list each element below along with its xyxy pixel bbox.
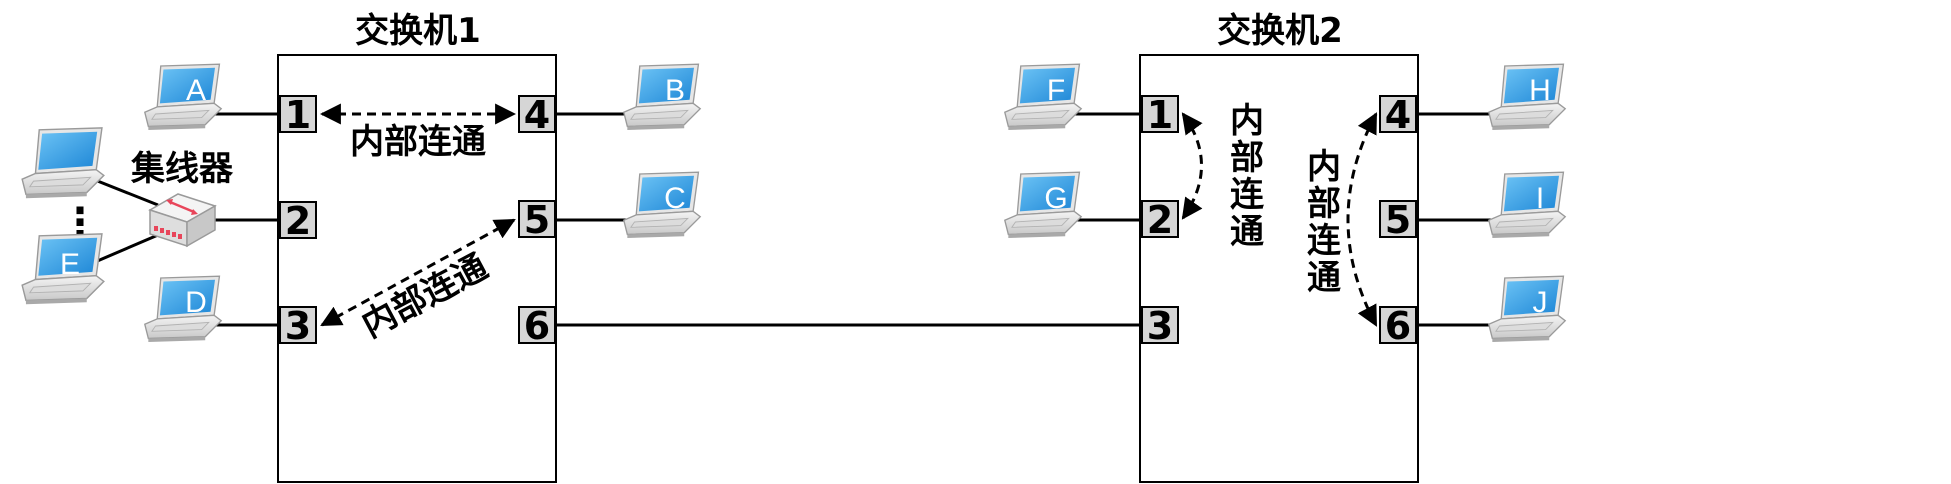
computer-H-label: H (1529, 74, 1551, 107)
computer-D[interactable]: D (144, 275, 222, 343)
switch1-port-5[interactable]: 5 (518, 198, 556, 242)
switch2-link-1-2-char-3: 连 (1230, 175, 1265, 215)
computer-A[interactable]: A (144, 63, 222, 131)
computer-J-label: J (1533, 286, 1548, 319)
laptop-icon (623, 171, 701, 239)
computer-J[interactable]: J (1488, 275, 1566, 343)
switch2-port-3[interactable]: 3 (1141, 304, 1179, 348)
switch2-port-4[interactable]: 4 (1379, 93, 1417, 137)
switch1-port-2-label: 2 (285, 199, 311, 243)
computer-B[interactable]: B (623, 63, 701, 131)
computer-C[interactable]: C (623, 171, 701, 239)
switch1-link-1-4-label: 内部连通 (350, 122, 486, 162)
laptop-icon (623, 63, 701, 131)
switch2-link-1-2-char-4: 通 (1230, 212, 1264, 252)
switch2-link-4-6-char-3: 连 (1307, 221, 1342, 261)
switch2-port-2-label: 2 (1147, 198, 1173, 242)
switch1-port-2[interactable]: 2 (279, 199, 317, 243)
switch2-link-4-6-char-4: 通 (1307, 258, 1341, 298)
switch2-port-1[interactable]: 1 (1141, 93, 1179, 137)
switch1-box (277, 54, 557, 483)
switch2-port-4-label: 4 (1385, 93, 1411, 137)
computer-F[interactable]: F (1004, 63, 1082, 131)
switch1-port-1-label: 1 (285, 93, 311, 137)
switch2-port-3-label: 3 (1147, 304, 1173, 348)
laptop-icon (1004, 63, 1082, 131)
computer-B-label: B (665, 74, 685, 107)
computer-C-label: C (664, 182, 686, 215)
switch2-port-5-label: 5 (1385, 198, 1411, 242)
switch2-link-1-2-char-2: 部 (1230, 138, 1264, 178)
switch2-link-1-2-label: 内 部 连 通 (1230, 101, 1265, 252)
hub-icon (148, 193, 217, 248)
computer-hub-top[interactable] (21, 127, 105, 199)
laptop-icon (1488, 63, 1566, 131)
switch1-port-5-label: 5 (524, 198, 550, 242)
switch2-link-4-6-char-2: 部 (1307, 184, 1341, 224)
switch1-port-6-label: 6 (524, 304, 550, 348)
switch1-port-4[interactable]: 4 (518, 93, 556, 137)
switch2-port-5[interactable]: 5 (1379, 198, 1417, 242)
switch2-port-6-label: 6 (1385, 304, 1411, 348)
switch1-port-3[interactable]: 3 (279, 304, 317, 348)
computer-I[interactable]: I (1488, 171, 1566, 239)
computer-I-label: I (1536, 182, 1544, 215)
laptop-icon (21, 127, 105, 199)
switch1-title: 交换机1 (355, 11, 481, 51)
switch1-internal-link-3-5 (320, 218, 516, 327)
cable-E (94, 233, 159, 264)
switch2-internal-link-1-2 (1181, 112, 1203, 220)
computer-F-label: F (1047, 74, 1065, 107)
switch2-box (1139, 54, 1419, 483)
switch2-link-4-6-char-1: 内 (1307, 147, 1341, 187)
switch2-link-4-6-label: 内 部 连 通 (1307, 147, 1342, 298)
laptop-icon (1004, 171, 1082, 239)
switch2-title: 交换机2 (1217, 11, 1343, 51)
switch1-port-3-label: 3 (285, 304, 311, 348)
switch2-link-1-2-char-1: 内 (1230, 101, 1264, 141)
switch1-port-6[interactable]: 6 (518, 304, 556, 348)
laptop-icon (1488, 171, 1566, 239)
switch1-port-1[interactable]: 1 (279, 93, 317, 137)
switch2-port-1-label: 1 (1147, 93, 1173, 137)
computer-G-label: G (1044, 182, 1067, 215)
computer-E-label: E (60, 248, 80, 281)
switch2-port-2[interactable]: 2 (1141, 198, 1179, 242)
computer-D-label: D (185, 286, 207, 319)
hub-label: 集线器 (130, 149, 234, 189)
cable-top-hub-pc (94, 178, 159, 207)
switch1-port-4-label: 4 (524, 93, 550, 137)
computer-H[interactable]: H (1488, 63, 1566, 131)
switch2-port-6[interactable]: 6 (1379, 304, 1417, 348)
computer-E[interactable]: E (21, 233, 105, 305)
computer-A-label: A (186, 74, 206, 107)
switch2-internal-link-4-6 (1346, 112, 1378, 327)
computer-G[interactable]: G (1004, 171, 1082, 239)
laptop-icon (144, 275, 222, 343)
laptop-icon (144, 63, 222, 131)
laptop-icon (1488, 275, 1566, 343)
